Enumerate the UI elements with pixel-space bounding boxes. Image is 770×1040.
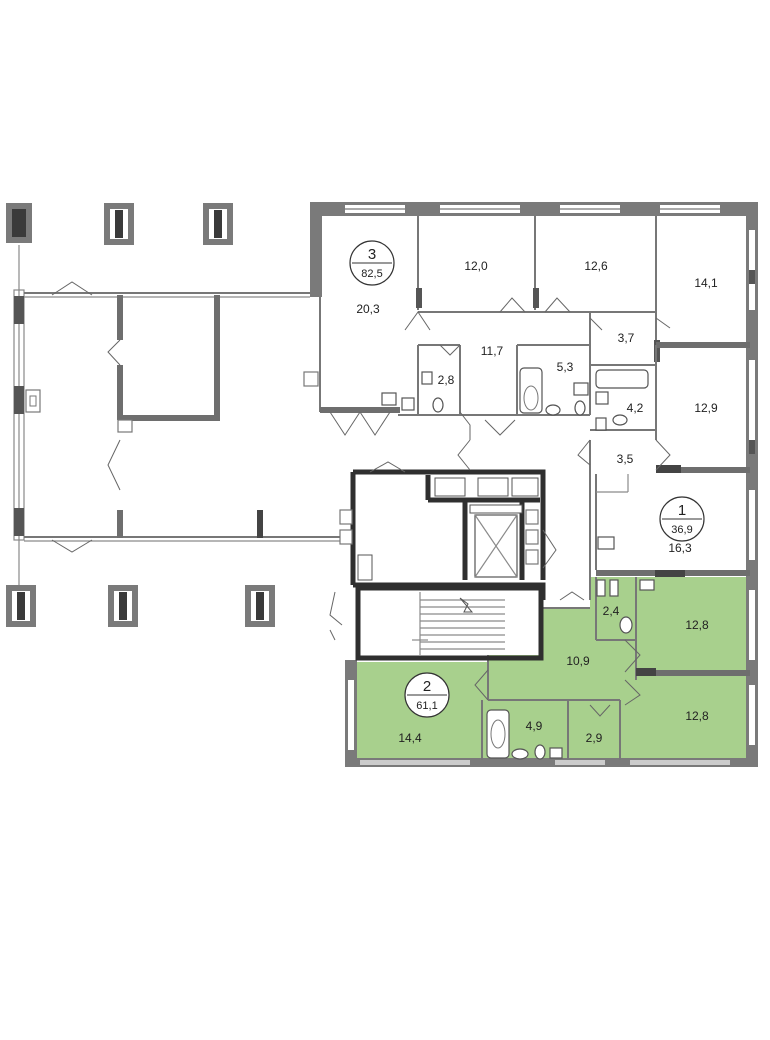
- room-area: 3,7: [618, 331, 635, 345]
- room-area: 2,8: [438, 373, 455, 387]
- apartment-2-badge[interactable]: 2 61,1: [404, 672, 450, 718]
- room-labels-apt3: 20,3 12,0 12,6 14,1 11,7 3,7 2,8 5,3 4,2…: [356, 259, 718, 466]
- main-walls: [310, 202, 758, 767]
- apartment-2-area[interactable]: [345, 577, 755, 765]
- room-area: 14,1: [694, 276, 718, 290]
- room-area: 5,3: [557, 360, 574, 374]
- toilet: [612, 414, 628, 426]
- room-area: 12,8: [685, 709, 709, 723]
- bathtub: [486, 709, 510, 759]
- apartment-1-badge[interactable]: 1 36,9: [659, 496, 705, 542]
- bathtub: [595, 369, 649, 389]
- toilet: [619, 616, 633, 634]
- apartment-2-highlight[interactable]: [345, 577, 755, 765]
- doors: [329, 297, 671, 717]
- room-area: 12,6: [584, 259, 608, 273]
- sink: [545, 404, 561, 416]
- sink: [597, 536, 615, 550]
- bathtub: [519, 367, 543, 414]
- toilet: [534, 744, 546, 760]
- room-area: 12,8: [685, 618, 709, 632]
- room-area: 14,4: [398, 731, 422, 745]
- room-area: 11,7: [481, 344, 504, 358]
- room-area: 4,9: [526, 719, 543, 733]
- room-area: 4,2: [627, 401, 644, 415]
- apartment-number: 2: [423, 678, 431, 695]
- building-core: [339, 461, 557, 661]
- toilet: [432, 397, 444, 413]
- apartment-total-area: 61,1: [416, 700, 437, 712]
- apartment-total-area: 82,5: [361, 268, 382, 280]
- sink: [511, 748, 529, 760]
- sink: [421, 371, 433, 385]
- room-area: 16,3: [668, 541, 692, 555]
- plumbing-fixtures: [381, 367, 655, 760]
- room-labels-apt1: 16,3: [668, 541, 692, 555]
- room-area: 12,9: [694, 401, 718, 415]
- room-area: 10,9: [566, 654, 590, 668]
- room-area: 2,4: [603, 604, 620, 618]
- apartment-number: 3: [368, 246, 376, 263]
- room-area: 20,3: [356, 302, 380, 316]
- room-labels-apt2: 2,4 12,8 10,9 12,8 4,9 2,9 14,4: [398, 604, 709, 745]
- room-area: 3,5: [617, 452, 634, 466]
- apartment-total-area: 36,9: [671, 524, 692, 536]
- room-area: 12,0: [464, 259, 488, 273]
- stairs: [412, 592, 505, 655]
- left-wing-structure: [6, 203, 343, 641]
- apartment-3-badge[interactable]: 3 82,5: [349, 240, 395, 286]
- room-area: 2,9: [586, 731, 603, 745]
- apartment-number: 1: [678, 502, 686, 519]
- toilet: [573, 382, 589, 396]
